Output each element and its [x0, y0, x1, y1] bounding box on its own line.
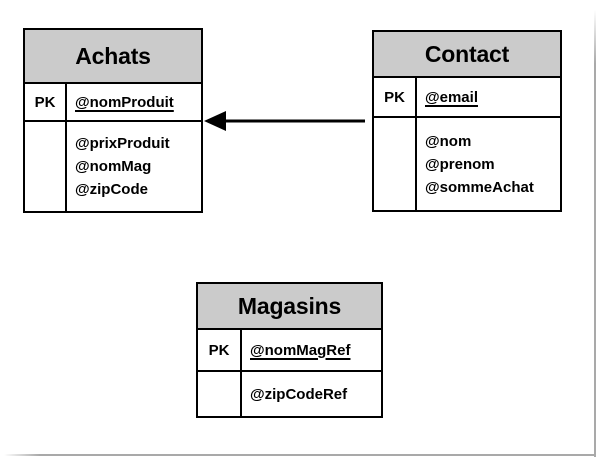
table-title-achats: Achats — [25, 30, 201, 84]
attributes-cell: @nom @prenom @sommeAchat — [417, 118, 560, 210]
pk-spacer — [25, 122, 67, 213]
attributes-row: @nom @prenom @sommeAchat — [374, 118, 560, 210]
relation-arrow-contact-to-achats[interactable] — [202, 106, 368, 136]
attribute: @sommeAchat — [425, 179, 534, 196]
table-title-magasins: Magasins — [198, 284, 381, 330]
attributes-cell: @zipCodeRef — [242, 372, 381, 416]
attribute: @zipCodeRef — [250, 385, 348, 403]
er-table-magasins[interactable]: Magasins PK @nomMagRef @zipCodeRef — [196, 282, 383, 418]
page-edge-right — [594, 10, 596, 457]
attributes-cell: @prixProduit @nomMag @zipCode — [67, 122, 201, 213]
pk-attribute: @email — [425, 88, 478, 106]
attribute: @nom — [425, 133, 472, 150]
arrowhead-icon — [204, 111, 226, 131]
attributes-row: @prixProduit @nomMag @zipCode — [25, 122, 201, 213]
page-edge-bottom — [4, 454, 596, 456]
pk-row: PK @nomMagRef — [198, 330, 381, 372]
attribute: @prixProduit — [75, 135, 170, 152]
pk-row: PK @nomProduit — [25, 84, 201, 122]
er-table-contact[interactable]: Contact PK @email @nom @prenom @sommeAch… — [372, 30, 562, 212]
pk-spacer — [198, 372, 242, 416]
attribute: @prenom — [425, 156, 495, 173]
pk-spacer — [374, 118, 417, 210]
pk-label: PK — [374, 78, 417, 116]
pk-attribute: @nomProduit — [75, 93, 174, 111]
attribute: @zipCode — [75, 181, 148, 198]
attribute: @nomMag — [75, 158, 152, 175]
table-title-contact: Contact — [374, 32, 560, 78]
er-table-achats[interactable]: Achats PK @nomProduit @prixProduit @nomM… — [23, 28, 203, 213]
attributes-row: @zipCodeRef — [198, 372, 381, 416]
pk-attribute: @nomMagRef — [250, 341, 351, 359]
pk-label: PK — [198, 330, 242, 370]
pk-label: PK — [25, 84, 67, 120]
pk-row: PK @email — [374, 78, 560, 118]
